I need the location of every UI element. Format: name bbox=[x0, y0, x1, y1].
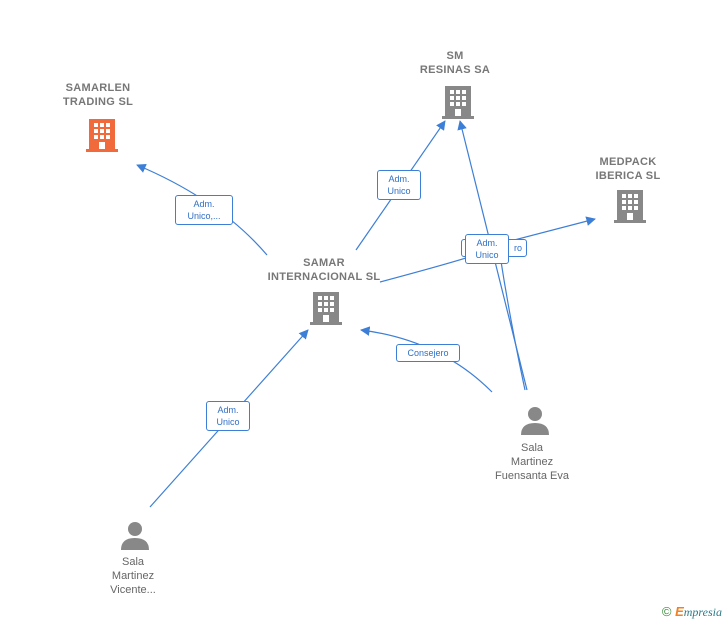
edge-label-samar-samarlen[interactable]: Adm. Unico,... bbox=[175, 195, 233, 225]
node-label-medpack[interactable]: MEDPACK IBERICA SL bbox=[595, 156, 661, 182]
node-label-samarlen[interactable]: SAMARLEN TRADING SL bbox=[62, 82, 134, 108]
edge-fuensanta-medpack-lower bbox=[499, 254, 526, 391]
edge-label-vicente-samar[interactable]: Adm. Unico bbox=[206, 401, 250, 431]
node-label-samar[interactable]: SAMAR INTERNACIONAL SL bbox=[267, 257, 381, 283]
person-icon-fuensanta[interactable] bbox=[520, 405, 550, 435]
person-icon-vicente[interactable] bbox=[120, 520, 150, 550]
copyright-notice: © Empresia bbox=[662, 604, 722, 620]
brand-logo-initial: E bbox=[675, 604, 684, 619]
building-icon-samar[interactable] bbox=[310, 290, 342, 326]
edge-label-fuensanta-medpack[interactable]: Adm. Unico bbox=[465, 234, 509, 264]
edge-label-fuensanta-samar[interactable]: Consejero bbox=[396, 344, 460, 362]
node-label-vicente[interactable]: Sala Martinez Vicente... bbox=[110, 556, 156, 596]
brand-logo-text: mpresia bbox=[683, 605, 722, 619]
edge-label-samar-smresinas[interactable]: Adm. Unico bbox=[377, 170, 421, 200]
building-icon-samarlen[interactable] bbox=[86, 117, 118, 153]
node-label-fuensanta[interactable]: Sala Martinez Fuensanta Eva bbox=[495, 442, 569, 482]
building-icon-medpack[interactable] bbox=[614, 188, 646, 224]
copyright-symbol: © bbox=[661, 604, 672, 619]
node-label-smresinas[interactable]: SM RESINAS SA bbox=[419, 50, 491, 76]
building-icon-smresinas[interactable] bbox=[442, 84, 474, 120]
